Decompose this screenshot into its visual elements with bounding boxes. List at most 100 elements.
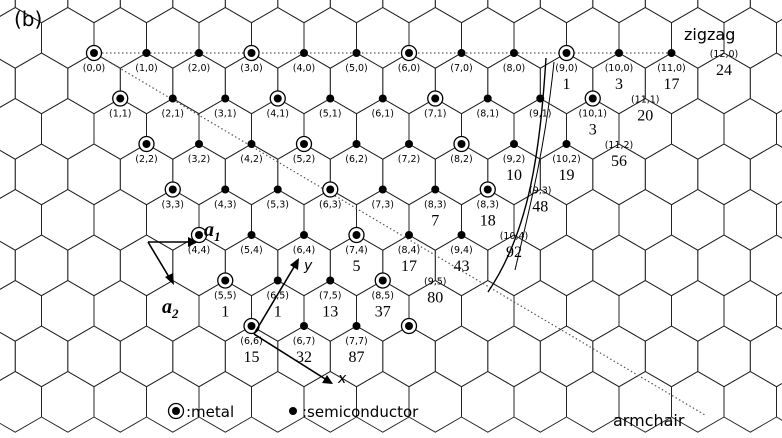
count-label: 92 — [506, 244, 522, 261]
hexagon-cell — [618, 188, 672, 251]
hexagon-cell — [41, 370, 95, 433]
hexagon-cell — [93, 188, 147, 251]
metal-legend-dot — [172, 407, 180, 415]
hexagon-cell — [172, 0, 226, 24]
chirality-node: (10,4)92 — [500, 231, 529, 261]
chiral-index-label: (6,4) — [293, 245, 316, 256]
chirality-node: (6,1) — [371, 94, 394, 120]
hexagon-cell — [41, 97, 95, 160]
chiral-index-label: (6,0) — [398, 63, 421, 74]
chirality-node: (6,3) — [319, 181, 342, 211]
count-label: 1 — [563, 76, 571, 93]
chiral-index-label: (1,1) — [109, 109, 132, 120]
chirality-node: (9,5)80 — [424, 277, 447, 307]
hexagon-cell — [356, 370, 410, 433]
semiconductor-marker — [142, 49, 151, 57]
chirality-node: (1,0) — [135, 49, 158, 74]
hexagon-cell — [461, 279, 515, 342]
hexagon-cell — [434, 325, 489, 388]
chiral-index-label: (1,0) — [135, 63, 158, 74]
semiconductor-marker — [221, 94, 230, 103]
count-label: 1 — [274, 304, 282, 321]
hexagon-cell — [566, 279, 620, 342]
hexagon-cell — [592, 325, 646, 388]
hexagon-cell — [749, 0, 782, 24]
chirality-node: (6,7) 32 — [293, 322, 316, 366]
chirality-node: (1,1) — [109, 90, 132, 120]
basis-vectors — [147, 237, 333, 384]
metal-marker-dot — [483, 185, 492, 194]
hexagon-cell — [0, 240, 16, 290]
a1-arrowhead — [188, 237, 198, 247]
hexagon-cell — [67, 0, 121, 24]
chiral-index-label: (8,3) — [424, 200, 447, 211]
chirality-node: (4,0) — [293, 49, 315, 74]
chirality-node: (8,2) — [450, 135, 473, 165]
hexagon-cell — [251, 370, 305, 433]
hexagon-cell — [119, 234, 174, 297]
semiconductor-marker — [247, 140, 256, 148]
chiral-index-label: (8,2) — [450, 154, 473, 165]
chirality-node: (8,0) — [503, 49, 525, 74]
hexagon-cell — [618, 6, 672, 69]
chirality-node: (7,1) — [424, 90, 447, 120]
semiconductor-marker — [326, 276, 335, 285]
chirality-node: (8,5)37 — [371, 272, 394, 321]
hexagon-cell — [41, 6, 95, 69]
metal-marker-dot — [562, 49, 571, 57]
hexagon-cell — [566, 6, 620, 69]
metal-legend-label: :metal — [186, 403, 234, 421]
hexagon-cell — [224, 0, 279, 24]
chirality-node: (5,5)1 — [214, 272, 237, 321]
metal-marker-dot — [300, 140, 308, 148]
hexagon-cell — [723, 279, 777, 342]
hexagon-cell — [723, 370, 777, 433]
metal-marker-dot — [168, 185, 177, 194]
semiconductor-marker — [536, 94, 545, 103]
hexagon-cell — [198, 370, 252, 433]
hexagon-cell — [697, 0, 751, 24]
chiral-index-label: (9,3) — [529, 186, 552, 197]
chirality-node: (12,0)24 — [710, 49, 739, 79]
chirality-node: (11,0)17 — [657, 49, 686, 93]
a2-arrowhead — [165, 273, 174, 285]
hexagon-cell — [146, 370, 200, 433]
hexagon-cell — [618, 279, 672, 342]
chiral-index-label: (6,7) — [293, 336, 316, 347]
chiral-index-label: (3,2) — [188, 154, 211, 165]
semiconductor-marker — [510, 140, 518, 148]
chirality-node: (8,3)18 — [476, 181, 499, 230]
count-label: 5 — [353, 258, 361, 275]
hexagon-cell — [697, 325, 751, 388]
chiral-index-label: (4,1) — [266, 109, 289, 120]
hexagon-cell — [566, 188, 620, 251]
chirality-node — [400, 317, 418, 335]
armchair-axis-line — [93, 52, 706, 416]
chirality-node: (6,0) — [398, 44, 421, 74]
chirality-node: (9,4)43 — [450, 231, 473, 275]
a2-letter: a — [162, 296, 172, 318]
count-label: 32 — [296, 349, 312, 366]
chiral-index-label: (6,2) — [345, 154, 368, 165]
hexagon-cell — [671, 279, 725, 342]
chiral-index-label: (11,2) — [605, 140, 634, 151]
chiral-index-label: (7,0) — [450, 63, 473, 74]
chiral-index-label: (10,0) — [605, 63, 634, 74]
count-label: 24 — [716, 62, 732, 79]
chiral-index-label: (7,4) — [345, 245, 368, 256]
chirality-node: (4,1) — [266, 90, 289, 120]
metal-marker-dot — [457, 140, 466, 148]
chirality-node: (5,0) — [345, 49, 368, 74]
count-label: 48 — [532, 199, 548, 216]
hexagon-cell — [408, 370, 462, 433]
chirality-nodes: (0,0)(1,0)(2,0)(3,0)(4,0)(5,0)(6,0)(7,0)… — [83, 44, 739, 366]
hexagon-cell — [14, 143, 69, 206]
x-axis-label: x — [337, 371, 347, 387]
semiconductor-marker — [405, 231, 413, 239]
chiral-boundary-curve — [487, 57, 547, 293]
hexagon-cell — [251, 6, 305, 69]
metal-marker-dot — [405, 49, 413, 57]
metal-marker-dot — [378, 276, 387, 285]
hexagon-cell — [0, 149, 16, 199]
hexagon-cell — [592, 0, 646, 24]
